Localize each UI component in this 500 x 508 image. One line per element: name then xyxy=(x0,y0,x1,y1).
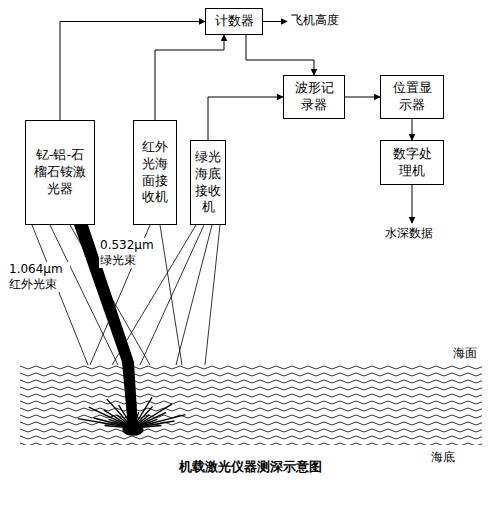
sea-water xyxy=(20,365,482,445)
receiver-box: 红外光海面接收机 xyxy=(133,120,177,225)
node-text: 红外光海面接收机 xyxy=(141,139,169,207)
node-text: 计数器 xyxy=(215,13,254,30)
seabed-reflection xyxy=(78,396,186,435)
recorder-box: 波形记录器 xyxy=(283,75,345,119)
output-label: 水深数据 xyxy=(384,226,434,241)
signal-connector xyxy=(412,119,413,140)
figure-caption: 机载激光仪器测深示意图 xyxy=(0,458,500,476)
processor-box: 数字处理机 xyxy=(380,140,444,185)
node-text: 数字处理机 xyxy=(387,146,437,180)
signal-connector xyxy=(60,22,205,121)
seabed-label: 海底 xyxy=(430,450,456,465)
display-box: 位置显示器 xyxy=(380,75,444,119)
receiver-box: 绿光海底接收机 xyxy=(190,140,226,225)
signal-connector xyxy=(246,35,314,75)
signal-connector xyxy=(208,97,283,140)
laser-box: 钇-铝-石榴石铵激光器 xyxy=(25,120,95,225)
counter-box: 计数器 xyxy=(205,8,263,35)
node-text: 波形记录器 xyxy=(290,80,338,114)
node-text: 绿光海底接收机 xyxy=(194,149,222,217)
surface-label: 海面 xyxy=(452,346,478,361)
beam-label: 0.532μm 绿光束 xyxy=(99,238,159,268)
node-text: 钇-铝-石榴石铵激光器 xyxy=(32,147,88,198)
output-arrow xyxy=(412,185,413,223)
output-label: 飞机高度 xyxy=(290,13,340,28)
node-text: 位置显示器 xyxy=(387,80,437,114)
beam-label: 1.064μm 红外光束 xyxy=(8,262,70,292)
output-arrow xyxy=(263,21,287,22)
signal-connector xyxy=(345,97,380,98)
signal-connector xyxy=(155,35,224,120)
